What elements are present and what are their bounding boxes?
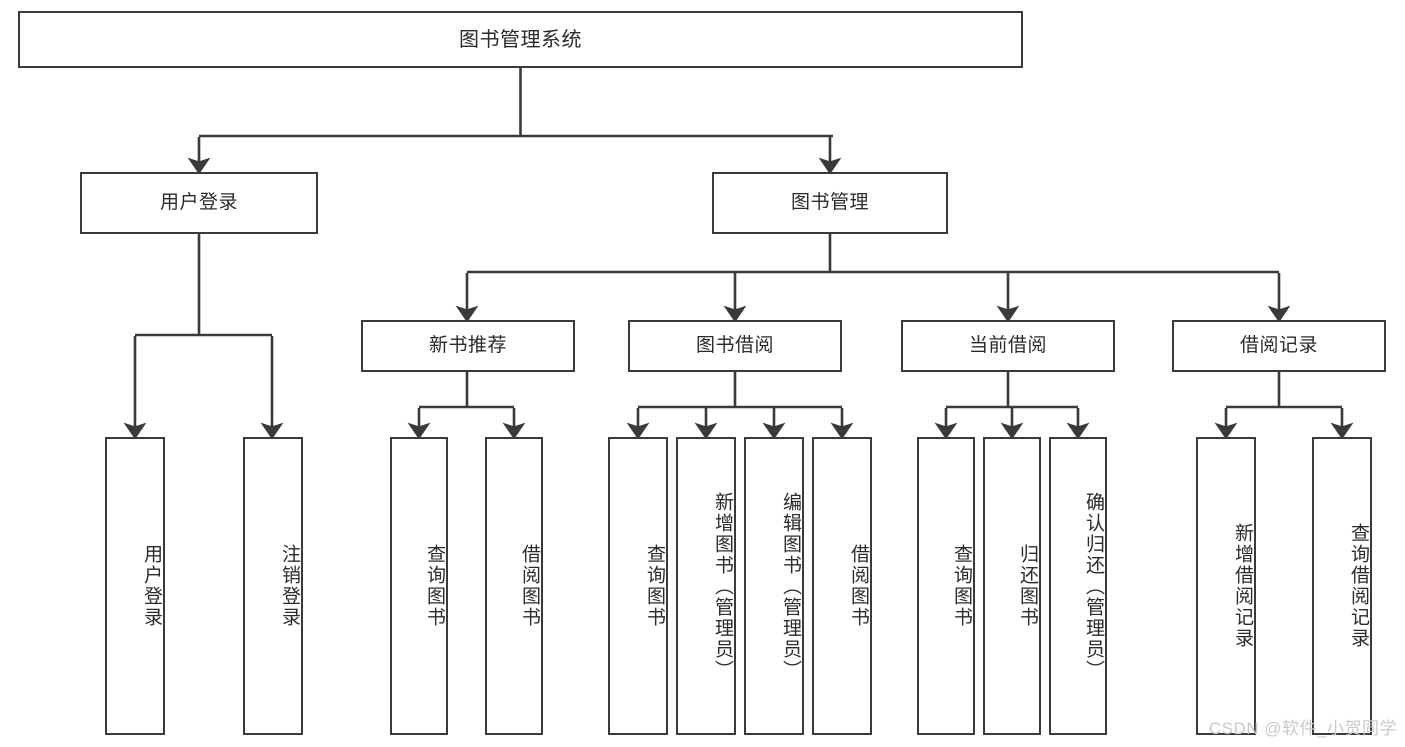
node-leaf-borrow-book-rec-label: 借阅图书 [519,544,540,628]
node-leaf-add-borrow-record[interactable]: 新增借阅记录 [1196,437,1256,735]
node-leaf-user-login[interactable]: 用户登录 [105,437,165,735]
node-leaf-query-book-current-label: 查询图书 [951,544,972,628]
node-current-borrow-label: 当前借阅 [968,334,1047,356]
node-user-login-label: 用户登录 [159,191,238,213]
watermark: CSDN @软件_小贺同学 [1208,719,1397,738]
node-book-borrow[interactable]: 图书借阅 [628,320,842,372]
node-leaf-borrow-book-rec[interactable]: 借阅图书 [485,437,543,735]
node-leaf-add-book-label: 新增图书（管理员） [712,491,733,681]
node-leaf-query-book-borrow[interactable]: 查询图书 [608,437,668,735]
node-new-book-rec-label: 新书推荐 [428,334,507,356]
node-leaf-user-logout-label: 注销登录 [279,544,300,628]
node-leaf-query-book-current[interactable]: 查询图书 [917,437,975,735]
node-leaf-borrow-book-label: 借阅图书 [848,544,869,628]
node-book-manage[interactable]: 图书管理 [712,172,948,234]
node-leaf-confirm-return[interactable]: 确认归还（管理员） [1049,437,1107,735]
node-root[interactable]: 图书管理系统 [18,11,1023,68]
node-leaf-borrow-book[interactable]: 借阅图书 [812,437,872,735]
node-borrow-record-label: 借阅记录 [1239,334,1318,356]
node-root-label: 图书管理系统 [459,28,582,51]
node-leaf-user-logout[interactable]: 注销登录 [243,437,303,735]
node-leaf-return-book[interactable]: 归还图书 [983,437,1041,735]
node-leaf-add-borrow-record-label: 新增借阅记录 [1232,523,1253,649]
node-borrow-record[interactable]: 借阅记录 [1172,320,1386,372]
node-book-manage-label: 图书管理 [790,191,869,213]
node-leaf-query-book-borrow-label: 查询图书 [644,544,665,628]
node-leaf-query-borrow-record[interactable]: 查询借阅记录 [1312,437,1372,735]
node-leaf-user-login-label: 用户登录 [141,544,162,628]
node-new-book-rec[interactable]: 新书推荐 [361,320,575,372]
node-user-login[interactable]: 用户登录 [80,172,318,234]
node-leaf-edit-book-label: 编辑图书（管理员） [780,491,801,681]
node-leaf-query-borrow-record-label: 查询借阅记录 [1348,523,1369,649]
node-leaf-add-book[interactable]: 新增图书（管理员） [676,437,736,735]
node-leaf-edit-book[interactable]: 编辑图书（管理员） [744,437,804,735]
node-book-borrow-label: 图书借阅 [695,334,774,356]
node-leaf-query-book-rec[interactable]: 查询图书 [390,437,448,735]
node-current-borrow[interactable]: 当前借阅 [901,320,1115,372]
node-leaf-confirm-return-label: 确认归还（管理员） [1083,491,1104,681]
node-leaf-return-book-label: 归还图书 [1017,544,1038,628]
node-leaf-query-book-rec-label: 查询图书 [424,544,445,628]
